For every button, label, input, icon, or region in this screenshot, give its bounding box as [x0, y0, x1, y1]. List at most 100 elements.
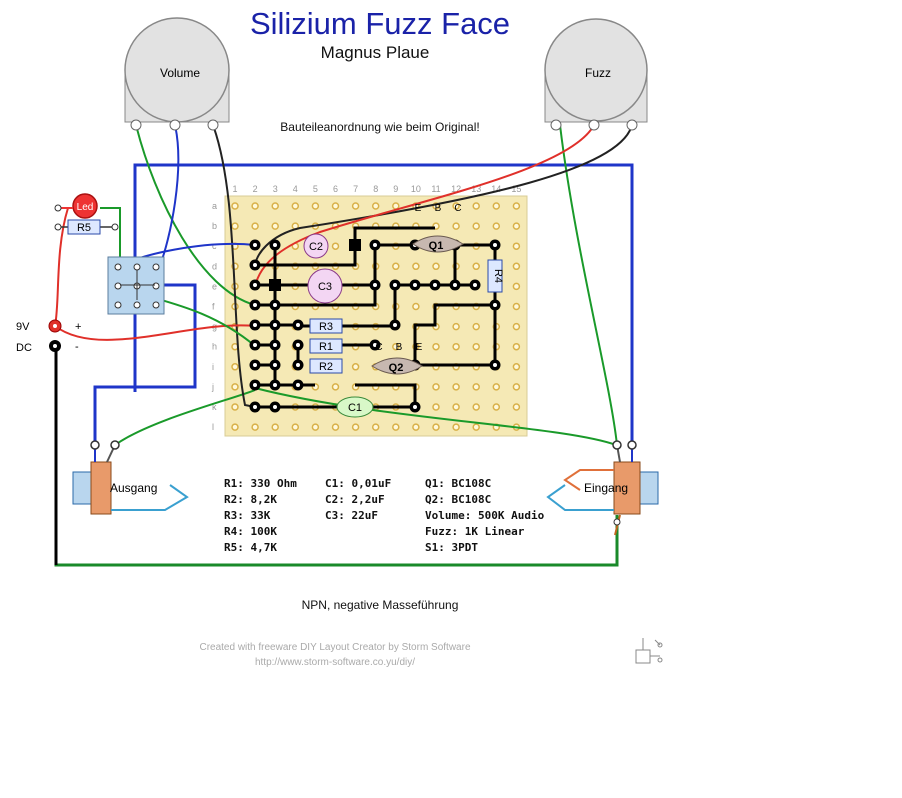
board-hole	[472, 262, 480, 271]
board-hole	[512, 202, 521, 210]
volume-lug-1	[130, 119, 142, 131]
board-column-label: 10	[411, 184, 421, 194]
parts-list-other: Q1: BC108C Q2: BC108C Volume: 500K Audio…	[425, 476, 544, 556]
solder-node-hole	[493, 243, 497, 247]
fuzz-lug-1	[550, 119, 562, 131]
r3-resistor: R3	[309, 318, 343, 334]
fuzz-pot[interactable]: Fuzz	[544, 18, 648, 131]
board-hole	[392, 423, 400, 431]
board-hole	[492, 403, 501, 411]
board-column-label: 13	[471, 184, 481, 194]
r1-label: R1	[319, 341, 333, 353]
switch-lug	[114, 263, 122, 271]
board-column-label: 3	[273, 184, 278, 194]
board-hole	[492, 222, 501, 230]
board-hole	[392, 202, 400, 210]
solder-node-hole	[296, 323, 300, 327]
board-hole	[311, 202, 320, 210]
power-plus-sign: +	[75, 321, 81, 333]
output-jack-wire	[93, 283, 197, 445]
r4-resistor: R4	[487, 259, 504, 293]
solder-node-hole	[393, 283, 397, 287]
solder-node-hole	[253, 363, 257, 367]
fuzz-label: Fuzz	[585, 66, 611, 80]
board-column-label: 8	[373, 184, 378, 194]
board-column-label: 12	[451, 184, 461, 194]
board-hole	[231, 363, 239, 371]
credit-url: http://www.storm-software.co.yu/diy/	[254, 657, 416, 668]
solder-node-hole	[473, 283, 477, 287]
board-hole	[452, 403, 460, 411]
q2-pin-b: B	[396, 342, 403, 353]
board-column-label: 1	[232, 184, 237, 194]
solder-node-hole	[413, 405, 417, 409]
footswitch-3pdt[interactable]	[107, 256, 165, 315]
solder-node-hole	[453, 283, 457, 287]
part-line: R2: 8,2K	[224, 493, 277, 506]
stripboard	[224, 195, 528, 437]
board-hole	[231, 423, 239, 431]
solder-node-hole	[493, 303, 497, 307]
board-hole	[512, 282, 521, 291]
layout-note: Bauteileanordnung wie beim Original!	[280, 120, 480, 134]
volume-pot[interactable]: Volume	[124, 17, 230, 131]
output-jack[interactable]: Ausgang	[72, 440, 189, 515]
fuzz-lug-green-wire	[559, 124, 618, 446]
board-hole	[271, 423, 279, 431]
board-row-label: d	[212, 261, 217, 271]
led-label: Led	[77, 202, 94, 213]
board-hole	[472, 202, 480, 210]
part-line: R4: 100K	[224, 525, 277, 538]
board-hole	[351, 363, 360, 371]
power-minus-sign: -	[75, 341, 79, 353]
solder-node-hole	[273, 303, 277, 307]
volume-lug-blue-wire	[159, 124, 180, 266]
board-hole	[452, 342, 460, 351]
board-hole	[432, 383, 440, 391]
board-row-label: a	[212, 201, 217, 211]
board-hole	[472, 383, 480, 391]
board-hole	[231, 222, 239, 230]
board-hole	[331, 423, 340, 431]
input-jack[interactable]: Eingang	[546, 440, 659, 526]
board-column-label: 9	[393, 184, 398, 194]
part-line: R1: 330 Ohm	[224, 477, 297, 490]
part-line: R3: 33K	[224, 509, 271, 522]
board-hole	[231, 403, 239, 411]
board-column-label: 5	[313, 184, 318, 194]
solder-node-hole	[253, 383, 257, 387]
board-hole	[231, 383, 239, 391]
board-hole	[412, 423, 420, 431]
solder-node-hole	[413, 283, 417, 287]
solder-node-hole	[433, 283, 437, 287]
solder-node-hole	[253, 243, 257, 247]
fuzz-lug-2	[588, 119, 600, 131]
board-hole	[432, 342, 440, 351]
board-row-label: h	[212, 342, 217, 352]
output-jack-signal-wire	[114, 389, 256, 446]
q1-pin-b: B	[435, 203, 442, 214]
solder-node-hole	[373, 283, 377, 287]
board-hole	[371, 202, 380, 210]
solder-node-hole	[296, 383, 300, 387]
r1-resistor: R1	[309, 338, 343, 354]
led: Led	[54, 193, 98, 219]
r5-resistor: R5	[54, 219, 119, 235]
board-hole	[492, 383, 501, 391]
board-hole	[512, 222, 521, 230]
polarity-pad	[269, 279, 281, 291]
parts-list-capacitors: C1: 0,01uF C2: 2,2uF C3: 22uF	[325, 476, 391, 524]
board-hole	[351, 423, 360, 431]
part-line: Volume: 500K Audio	[425, 509, 545, 522]
switch-lug	[133, 301, 141, 309]
c3-label: C3	[318, 281, 332, 293]
r3-label: R3	[319, 321, 333, 333]
parts-list-resistors: R1: 330 Ohm R2: 8,2K R3: 33K R4: 100K R5…	[224, 476, 297, 556]
solder-node-hole	[253, 323, 257, 327]
solder-node-hole	[273, 323, 277, 327]
board-hole	[432, 423, 440, 431]
part-line: C2: 2,2uF	[325, 493, 385, 506]
board-hole	[351, 202, 360, 210]
board-hole	[331, 242, 340, 250]
board-hole	[512, 363, 521, 371]
